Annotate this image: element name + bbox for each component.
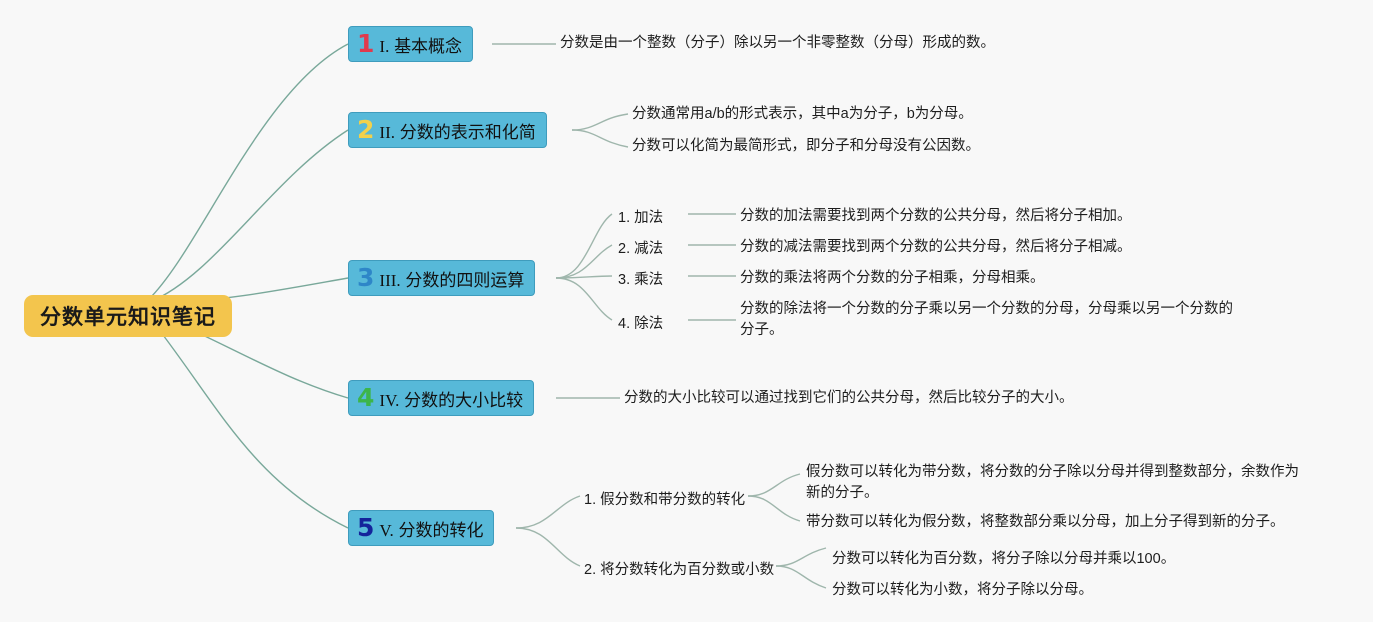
branch-number-5: 5 — [357, 512, 375, 542]
branch-title-5: V. 分数的转化 — [379, 516, 483, 541]
leaf-1-1: 分数是由一个整数（分子）除以另一个非零整数（分母）形成的数。 — [560, 35, 995, 51]
branch-title-1: I. 基本概念 — [379, 32, 462, 57]
branch-roman-4: IV. — [379, 390, 400, 410]
leaf-2-2: 分数可以化简为最简形式，即分子和分母没有公因数。 — [632, 138, 980, 154]
branch-title-text-1: 基本概念 — [394, 36, 463, 56]
leaf-3-4: 分数的除法将一个分数的分子乘以另一个分数的分母，分母乘以另一个分数的分子。 — [740, 301, 1233, 338]
branch-node-5[interactable]: 5 V. 分数的转化 — [348, 510, 495, 546]
leaf-4-1: 分数的大小比较可以通过找到它们的公共分母，然后比较分子的大小。 — [624, 390, 1074, 406]
branch-roman-2: II. — [379, 122, 395, 142]
branch-roman-1: I. — [379, 36, 390, 56]
leaf-5-2-1: 分数可以转化为百分数，将分子除以分母并乘以100。 — [832, 551, 1176, 567]
branch-title-4: IV. 分数的大小比较 — [379, 386, 523, 411]
root-node[interactable]: 分数单元知识笔记 — [24, 295, 232, 337]
branch-number-4: 4 — [357, 382, 375, 412]
branch-title-2: II. 分数的表示和化简 — [379, 118, 535, 143]
sub-node-3-4[interactable]: 4. 除法 — [618, 316, 664, 332]
leaf-3-1: 分数的加法需要找到两个分数的公共分母，然后将分子相加。 — [740, 208, 1132, 224]
leaf-2-1: 分数通常用a/b的形式表示，其中a为分子，b为分母。 — [632, 106, 973, 122]
root-label: 分数单元知识笔记 — [40, 306, 216, 329]
sub-node-3-1[interactable]: 1. 加法 — [618, 210, 664, 226]
leaf-5-2-2: 分数可以转化为小数，将分子除以分母。 — [832, 582, 1093, 598]
branch-title-text-5: 分数的转化 — [398, 520, 484, 540]
branch-title-3: III. 分数的四则运算 — [379, 266, 524, 291]
branch-number-1: 1 — [357, 28, 375, 58]
branch-title-text-2: 分数的表示和化简 — [399, 122, 536, 142]
branch-node-2[interactable]: 2 II. 分数的表示和化简 — [348, 112, 547, 148]
branch-title-text-3: 分数的四则运算 — [405, 270, 525, 290]
branch-number-3: 3 — [357, 262, 375, 292]
branch-title-text-4: 分数的大小比较 — [404, 390, 524, 410]
branch-node-3[interactable]: 3 III. 分数的四则运算 — [348, 260, 536, 296]
sub-node-5-2[interactable]: 2. 将分数转化为百分数或小数 — [584, 562, 775, 578]
branch-roman-3: III. — [379, 270, 401, 290]
leaf-5-1-1: 假分数可以转化为带分数，将分数的分子除以分母并得到整数部分，余数作为新的分子。 — [806, 464, 1299, 501]
sub-node-3-2[interactable]: 2. 减法 — [618, 241, 664, 257]
branch-number-2: 2 — [357, 114, 375, 144]
branch-roman-5: V. — [379, 520, 394, 540]
sub-node-3-3[interactable]: 3. 乘法 — [618, 272, 664, 288]
branch-node-1[interactable]: 1 I. 基本概念 — [348, 26, 474, 62]
leaf-3-3: 分数的乘法将两个分数的分子相乘，分母相乘。 — [740, 270, 1045, 286]
leaf-5-1-2: 带分数可以转化为假分数，将整数部分乘以分母，加上分子得到新的分子。 — [806, 514, 1285, 530]
sub-node-5-1[interactable]: 1. 假分数和带分数的转化 — [584, 492, 746, 508]
leaf-3-2: 分数的减法需要找到两个分数的公共分母，然后将分子相减。 — [740, 239, 1132, 255]
branch-node-4[interactable]: 4 IV. 分数的大小比较 — [348, 380, 535, 416]
